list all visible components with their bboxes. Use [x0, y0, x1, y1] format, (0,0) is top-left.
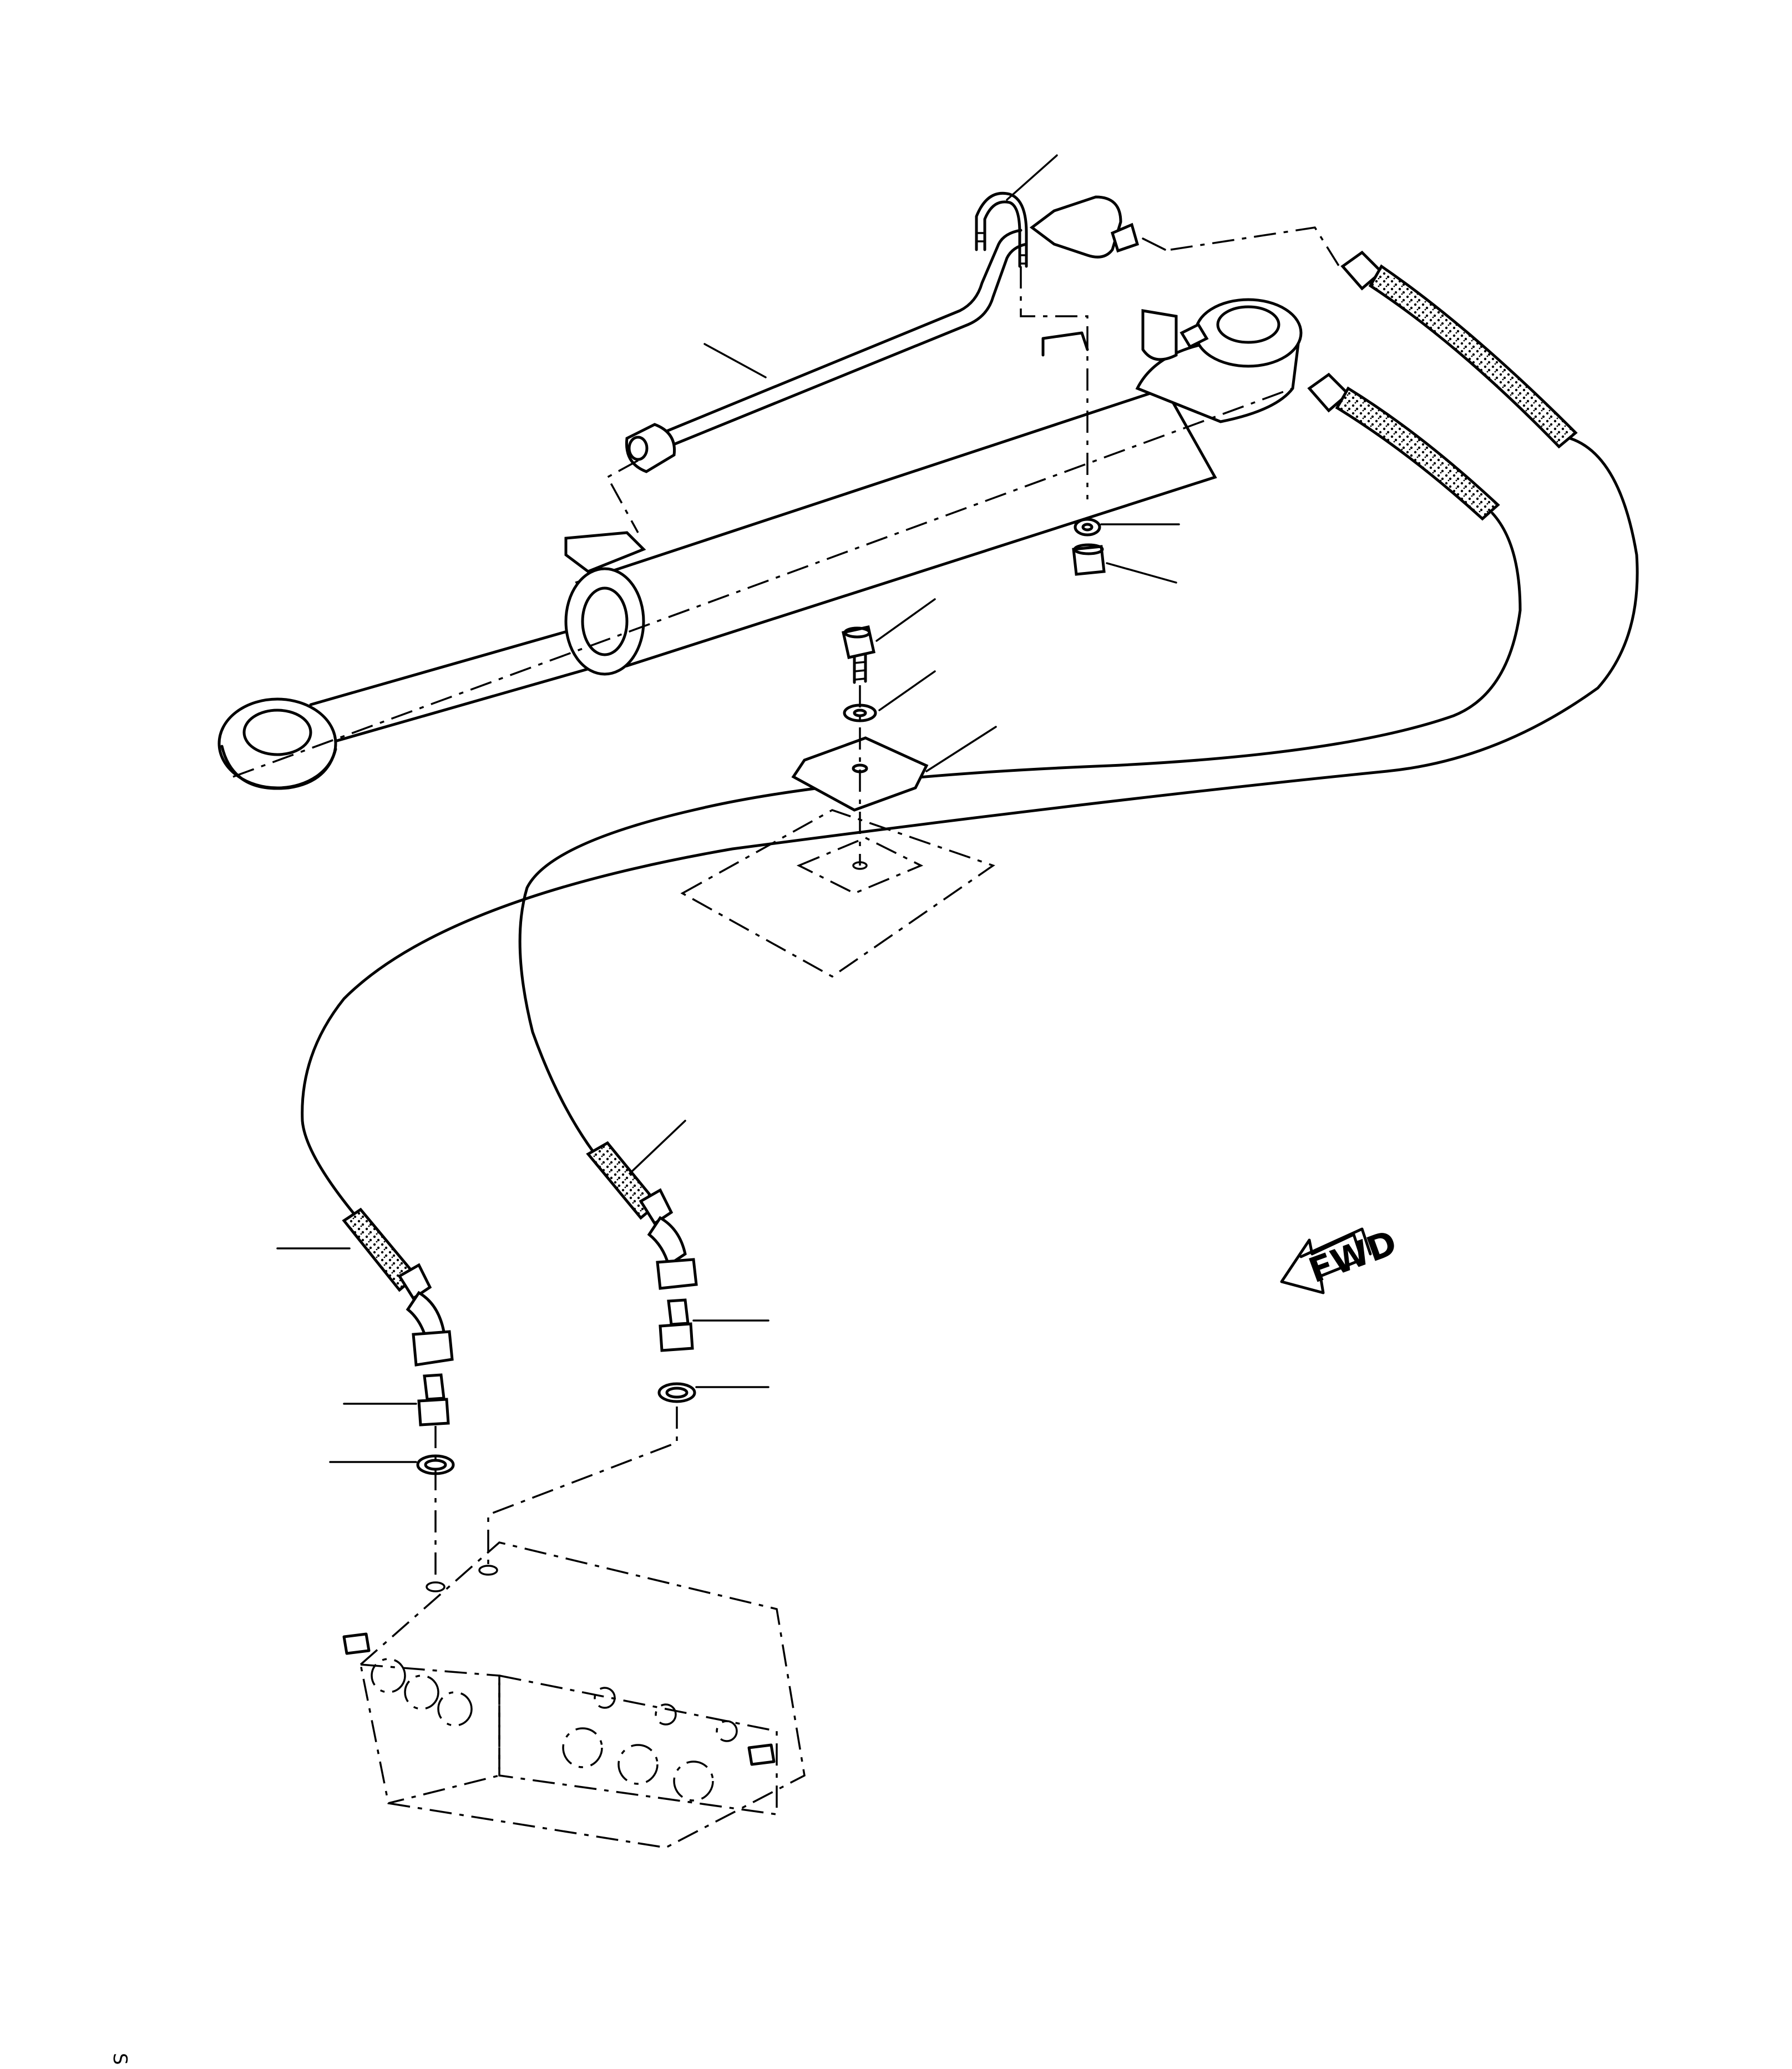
hose-upper: [301, 250, 1639, 1217]
hose-clamp-bracket: [680, 625, 995, 978]
u-bolt-clamp: [975, 191, 1028, 268]
fwd-direction-marker: FWD: [1280, 1222, 1402, 1294]
control-valve-block: [342, 1541, 806, 1849]
nut: [1072, 543, 1106, 576]
hose-end-left: [342, 1207, 455, 1581]
hose-end-right: [487, 1141, 698, 1565]
steel-tube: [625, 191, 1166, 473]
washer: [1074, 518, 1101, 537]
hydraulic-cylinder: [217, 298, 1303, 790]
corner-mark: S: [109, 2053, 131, 2065]
head-eye: [1194, 298, 1303, 368]
rod-eye: [217, 697, 337, 790]
valve-spool-caps: [371, 1658, 738, 1802]
leader-lines: [276, 154, 1180, 1463]
arrow-left-icon: [1280, 1233, 1364, 1294]
